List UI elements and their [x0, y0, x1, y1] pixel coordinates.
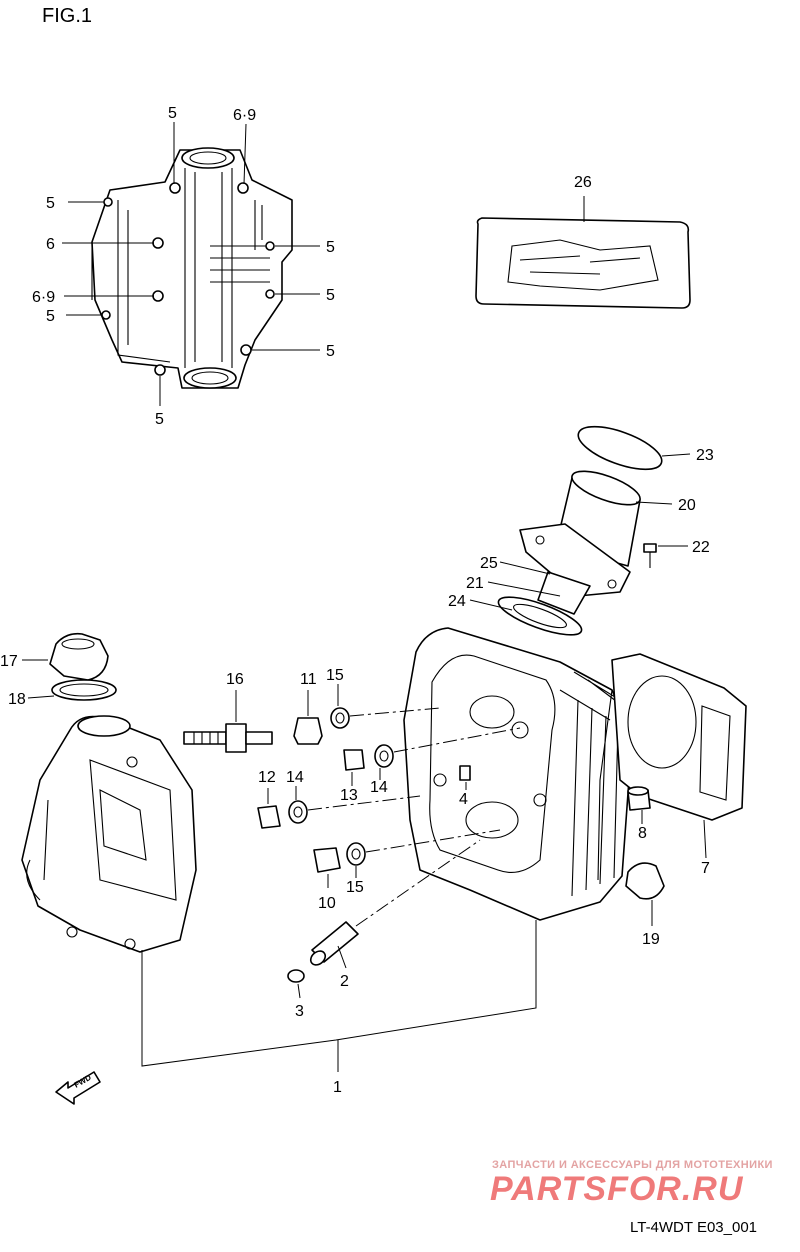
bolt-pattern-view: 5 6·9 5 6 6·9 5 5 5 5 5: [32, 105, 335, 428]
bolt-label-bottom: 5: [155, 411, 164, 428]
callout-24: 24: [448, 593, 466, 610]
callout-20: 20: [678, 497, 696, 514]
callout-18: 18: [8, 691, 26, 708]
head-cover: [21, 715, 197, 953]
callout-16: 16: [226, 671, 244, 688]
dowel-pin: 8: [627, 786, 651, 842]
callout-7: 7: [701, 860, 710, 877]
cylinder-head: 4: [403, 627, 633, 921]
bolt-label-left-2: 6: [46, 236, 55, 253]
callout-26: 26: [574, 174, 592, 191]
callout-2: 2: [340, 973, 349, 990]
callout-10: 10: [318, 895, 336, 912]
callout-14a: 14: [370, 779, 388, 796]
forward-arrow-icon: FWD: [55, 1071, 101, 1105]
callout-11: 11: [300, 671, 317, 688]
bolt-label-right-1: 5: [326, 239, 335, 256]
bolt-label-left-3: 6·9: [32, 289, 55, 306]
guide-pin: 2 3: [287, 839, 481, 1020]
bolt-label-top-left: 5: [168, 105, 177, 122]
watermark-brand: PARTSFOR.RU: [490, 1170, 744, 1208]
callout-4: 4: [459, 791, 468, 808]
callout-25: 25: [480, 555, 498, 572]
callout-23: 23: [696, 447, 714, 464]
callout-22: 22: [692, 539, 710, 556]
bolt-label-right-2: 5: [326, 287, 335, 304]
callout-13: 13: [340, 787, 358, 804]
figure-title: FIG.1: [42, 5, 92, 27]
plug: 19: [625, 862, 665, 948]
callout-21: 21: [466, 575, 484, 592]
head-gasket: 7: [611, 653, 747, 877]
spark-plug: 16: [183, 671, 273, 753]
bolt-label-left-4: 5: [46, 308, 55, 325]
watermark: ЗАПЧАСТИ И АКСЕССУАРЫ ДЛЯ МОТОТЕХНИКИ PA…: [490, 1159, 773, 1208]
gasket-set: 26: [475, 174, 691, 309]
bolt-label-right-3: 5: [326, 343, 335, 360]
callout-1: 1: [333, 1079, 342, 1096]
callout-15b: 15: [346, 879, 364, 896]
callout-14b: 14: [286, 769, 304, 786]
callout-12: 12: [258, 769, 276, 786]
bolt-label-left-1: 5: [46, 195, 55, 212]
callout-8: 8: [638, 825, 647, 842]
fasteners: 11 15 13 14 12 14 10 15: [257, 667, 521, 912]
assembly-bracket: 1: [141, 920, 537, 1096]
intake-assembly: 23 20 22 25 21 24: [448, 425, 714, 636]
drawing-code: LT-4WDT E03_001: [630, 1219, 757, 1236]
callout-15a: 15: [326, 667, 344, 684]
callout-19: 19: [642, 931, 660, 948]
watermark-tagline: ЗАПЧАСТИ И АКСЕССУАРЫ ДЛЯ МОТОТЕХНИКИ: [492, 1159, 773, 1171]
bolt-label-top-right: 6·9: [233, 107, 256, 124]
cap-oring: 17 18: [0, 632, 117, 708]
callout-17: 17: [0, 653, 18, 670]
callout-3: 3: [295, 1003, 304, 1020]
